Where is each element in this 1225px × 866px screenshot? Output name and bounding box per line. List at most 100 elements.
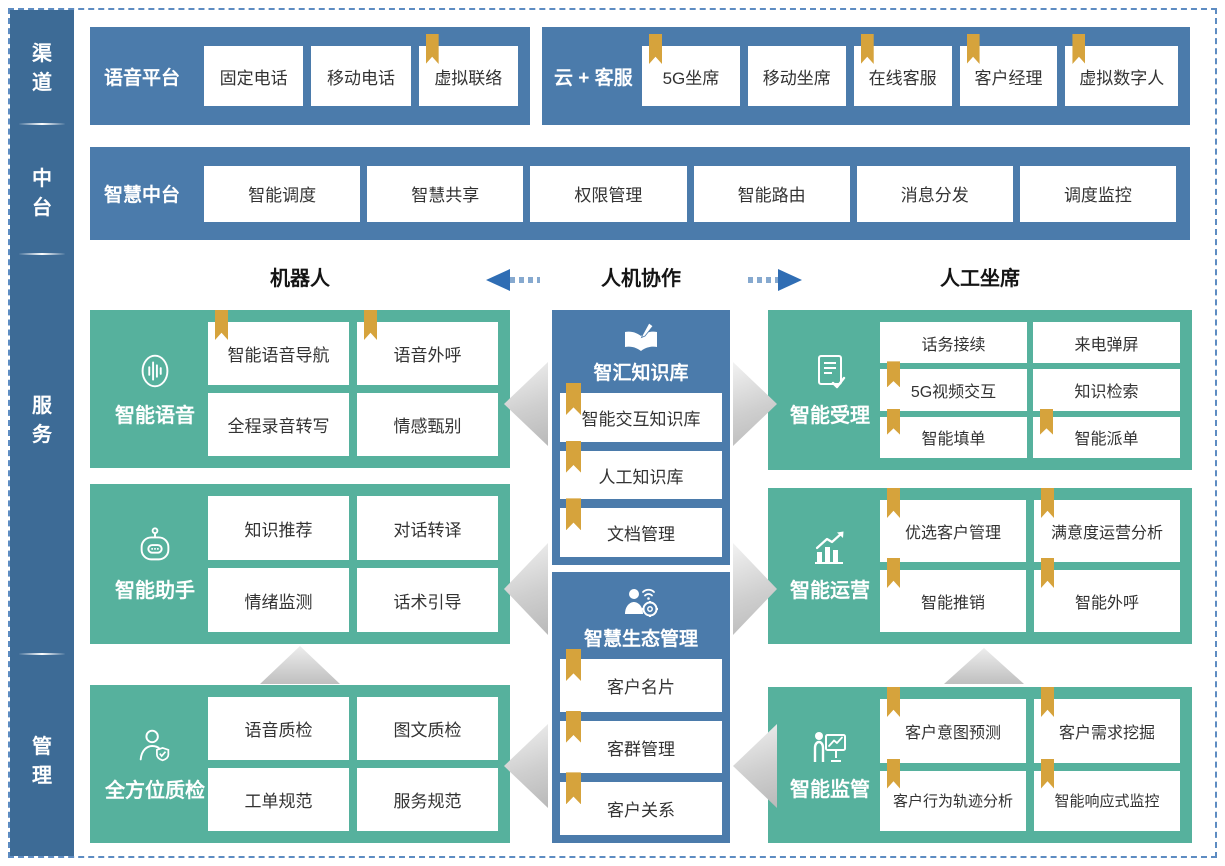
bookmark-icon <box>425 34 439 64</box>
service-item-label: 智能派单 <box>1074 431 1139 449</box>
smart-supervision-block: 智能监管 客户意图预测 客户需求挖掘 客户行为轨迹分析 智能响应式监控 <box>768 687 1192 843</box>
service-item: 话务接续 <box>880 322 1027 364</box>
sidebar-divider <box>19 653 65 655</box>
knowledge-item-label: 文档管理 <box>607 525 675 545</box>
service-item-label: 对话转译 <box>393 520 462 540</box>
service-item-label: 图文质检 <box>393 721 462 740</box>
cloud-service-container: 云 + 客服 5G坐席 移动坐席 在线客服 客户经理 虚拟数字人 <box>542 27 1190 125</box>
service-item: 5G视频交互 <box>880 361 1027 411</box>
bookmark-icon <box>566 440 581 473</box>
channel-item: 虚拟联络 <box>418 34 518 106</box>
ecosystem-item: 客群管理 <box>560 710 722 774</box>
channel-item-label: 虚拟数字人 <box>1079 68 1165 88</box>
smart-supervision-title: 智能监管 <box>790 779 870 801</box>
cloud-service-label: 云 + 客服 <box>554 67 633 89</box>
bookmark-icon <box>1040 408 1053 435</box>
knowledge-item-label: 智能交互知识库 <box>581 409 701 429</box>
smart-midplatform-items: 智能调度 智慧共享 权限管理 智能路由 消息分发 调度监控 <box>204 165 1177 222</box>
midplatform-item-label: 消息分发 <box>900 186 969 205</box>
service-item: 情感甄别 <box>357 393 498 456</box>
bookmark-icon <box>1041 687 1054 717</box>
flow-arrow-up-icon <box>260 646 340 684</box>
service-item-label: 知识检索 <box>1074 383 1139 401</box>
service-item: 对话转译 <box>357 496 498 560</box>
flow-arrow-left-icon <box>733 724 777 808</box>
bookmark-icon <box>649 34 662 64</box>
bookmark-icon <box>566 710 581 743</box>
channel-item: 5G坐席 <box>642 34 740 106</box>
arrow-dash-tail <box>510 277 540 283</box>
channel-item: 在线客服 <box>853 34 952 106</box>
service-item: 满意度运营分析 <box>1034 488 1180 562</box>
service-item: 服务规范 <box>357 768 498 831</box>
ecosystem-management-items: 客户名片 客群管理 客户关系 <box>560 649 722 836</box>
smart-voice-title: 智能语音 <box>115 405 195 427</box>
smart-midplatform-label: 智慧中台 <box>104 185 181 206</box>
flow-arrow-left-icon <box>504 362 548 446</box>
service-item-label: 语音质检 <box>244 721 313 740</box>
channel-item-label: 在线客服 <box>868 68 937 88</box>
arrow-right-icon <box>778 269 802 291</box>
service-item: 客户意图预测 <box>880 687 1026 763</box>
knowledge-base-head: 智汇知识库 <box>560 318 722 393</box>
service-item: 优选客户管理 <box>880 488 1026 562</box>
service-item-label: 智能填单 <box>921 431 986 449</box>
channel-item-label: 移动坐席 <box>762 68 831 88</box>
knowledge-base-icon <box>625 322 657 351</box>
knowledge-base-title: 智汇知识库 <box>593 363 689 384</box>
service-item: 语音外呼 <box>357 310 498 385</box>
service-item-label: 工单规范 <box>244 792 313 811</box>
bookmark-icon <box>1072 34 1086 64</box>
voice-wave-icon <box>141 354 169 388</box>
channel-item-label: 虚拟联络 <box>434 68 503 88</box>
knowledge-item: 文档管理 <box>560 498 722 558</box>
header-robot: 机器人 <box>270 268 330 290</box>
layer-label-management: 管理 <box>32 736 52 787</box>
ecosystem-management-title: 智慧生态管理 <box>583 629 698 650</box>
bookmark-icon <box>966 34 980 64</box>
ecosystem-management-head: 智慧生态管理 <box>560 580 722 659</box>
service-item-label: 满意度运营分析 <box>1050 525 1163 542</box>
header-human-agent: 人工坐席 <box>940 268 1020 290</box>
bookmark-icon <box>566 649 581 681</box>
midplatform-item-label: 智慧共享 <box>411 186 480 205</box>
quality-inspector-icon <box>139 729 170 762</box>
service-item: 来电弹屏 <box>1033 322 1180 364</box>
ecosystem-management-block: 智慧生态管理 客户名片 客群管理 客户关系 <box>552 572 730 843</box>
service-item-label: 知识推荐 <box>244 520 313 540</box>
service-item: 图文质检 <box>357 697 498 760</box>
midplatform-item-label: 智能路由 <box>737 186 806 205</box>
layer-sidebar: 渠道 中台 服务 管理 <box>10 10 74 856</box>
knowledge-base-items: 智能交互知识库 人工知识库 文档管理 <box>560 383 722 558</box>
knowledge-item: 智能交互知识库 <box>560 383 722 442</box>
arrow-left-icon <box>486 269 510 291</box>
layer-label-midplatform: 中台 <box>32 168 52 219</box>
service-item-label: 客户需求挖掘 <box>1058 724 1155 742</box>
smart-assistant-labelcol: 智能助手 <box>102 525 208 603</box>
service-item-label: 客户意图预测 <box>904 724 1001 742</box>
smart-acceptance-block: 智能受理 话务接续 来电弹屏 5G视频交互 知识检索 智能填单 智能派单 <box>768 310 1192 470</box>
service-item: 全程录音转写 <box>208 393 349 456</box>
midplatform-item: 消息分发 <box>856 165 1013 222</box>
service-item-label: 话务接续 <box>921 336 986 354</box>
flow-arrow-up-icon <box>944 648 1024 684</box>
bookmark-icon <box>364 310 377 340</box>
bookmark-icon <box>566 772 581 805</box>
bookmark-icon <box>1041 488 1054 518</box>
ecosystem-item: 客户关系 <box>560 772 722 836</box>
quality-inspection-labelcol: 全方位质检 <box>102 725 208 803</box>
service-item-label: 智能响应式监控 <box>1054 793 1160 811</box>
ecosystem-item-label: 客户名片 <box>607 677 675 697</box>
service-item-label: 情绪监测 <box>244 592 313 612</box>
flow-arrow-left-icon <box>504 543 548 635</box>
cloud-service-items: 5G坐席 移动坐席 在线客服 客户经理 虚拟数字人 <box>642 34 1178 106</box>
midplatform-item: 权限管理 <box>530 165 687 222</box>
service-item-label: 智能外呼 <box>1074 595 1139 612</box>
voice-platform-label: 语音平台 <box>104 67 181 89</box>
document-check-icon <box>818 355 846 389</box>
bookmark-icon <box>887 361 900 388</box>
service-item: 客户行为轨迹分析 <box>880 758 1026 831</box>
service-item-label: 优选客户管理 <box>904 525 1001 542</box>
ecosystem-icon <box>625 588 658 617</box>
smart-midplatform-container: 智慧中台 智能调度 智慧共享 权限管理 智能路由 消息分发 调度监控 <box>90 147 1190 240</box>
